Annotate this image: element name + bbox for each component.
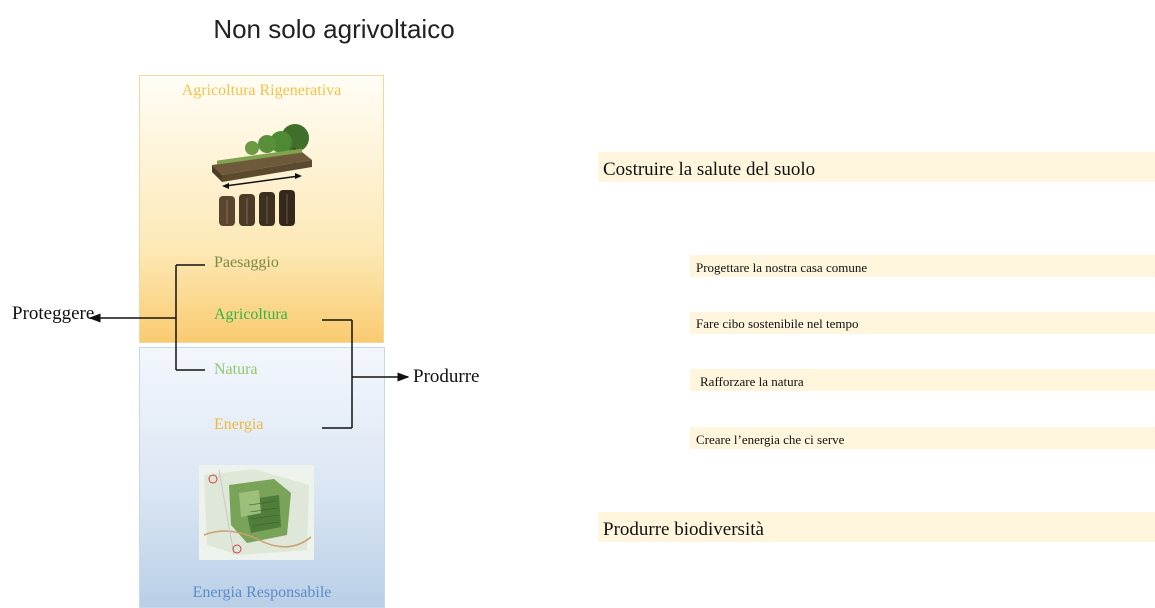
label-agricoltura: Agricoltura (214, 306, 288, 323)
subitem-casa-comune: Progettare la nostra casa comune (696, 260, 868, 275)
subitem-cibo-sostenibile: Fare cibo sostenibile nel tempo (696, 316, 859, 331)
label-natura: Natura (214, 361, 258, 378)
page-title: Non solo agrivoltaico (213, 14, 455, 44)
heading-salute-suolo: Costruire la salute del suolo (603, 159, 816, 180)
subitem-band (690, 427, 1155, 449)
label-proteggere: Proteggere (12, 303, 95, 324)
site-map-icon (199, 465, 314, 560)
subitem-rafforzare-natura: Rafforzare la natura (700, 374, 804, 389)
label-energia: Energia (214, 416, 264, 433)
subitem-band (690, 369, 1155, 391)
produrre-bracket (322, 319, 353, 429)
proteggere-bracket (175, 264, 205, 371)
subitem-band (690, 255, 1155, 277)
heading-biodiversita: Produrre biodiversità (603, 519, 764, 540)
heading-band-biodiversita (598, 512, 1155, 542)
regenerative-agriculture-title: Agricoltura Rigenerativa (181, 82, 342, 99)
subitem-band (690, 312, 1155, 334)
soil-profile-icon (207, 120, 317, 230)
heading-band-salute (598, 152, 1155, 182)
label-paesaggio: Paesaggio (214, 254, 279, 271)
label-produrre: Produrre (413, 366, 480, 387)
subitem-energia: Creare l’energia che ci serve (696, 432, 845, 447)
responsible-energy-title: Energia Responsabile (192, 584, 332, 601)
